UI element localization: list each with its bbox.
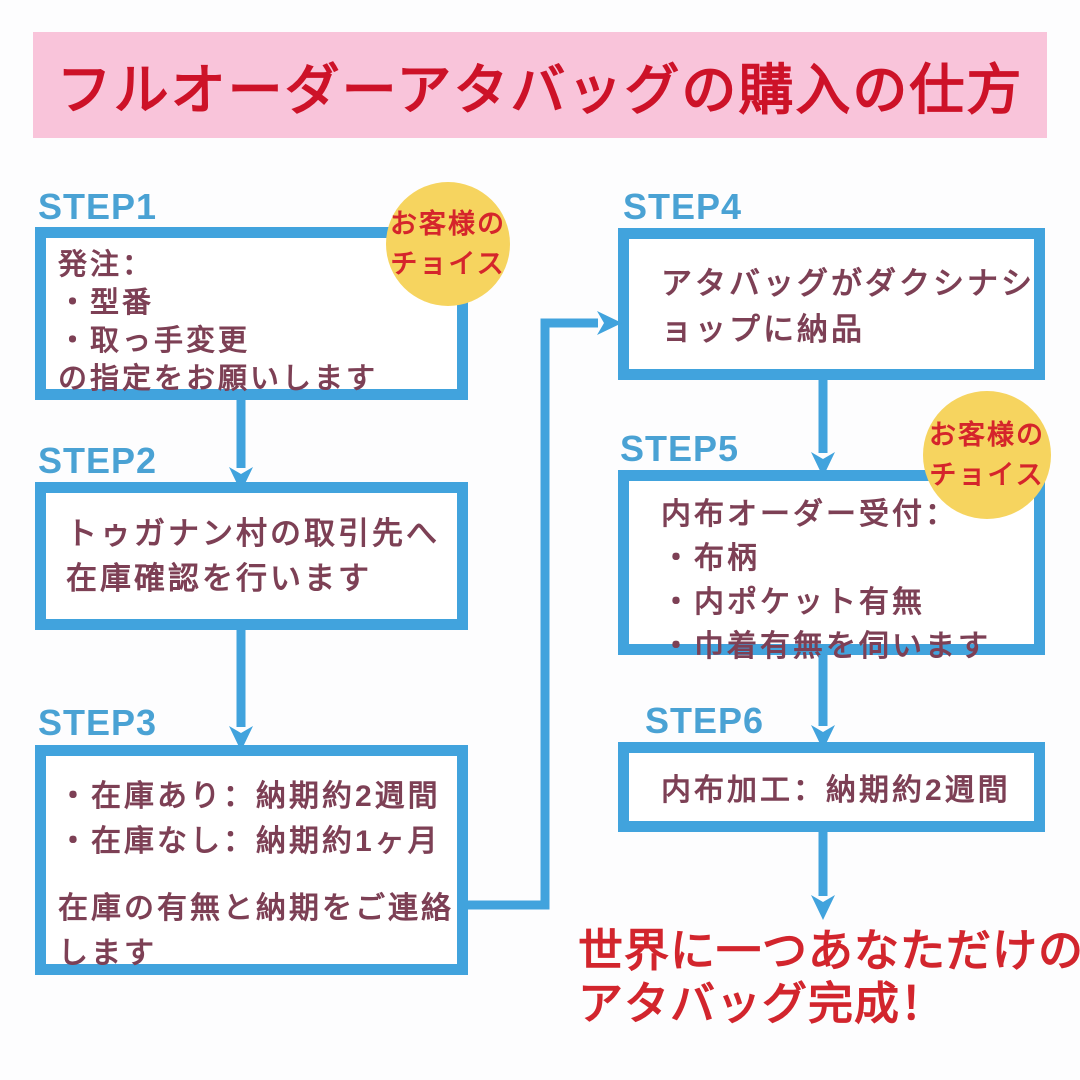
step1-line: 発注： — [58, 249, 155, 281]
step4-label: STEP4 — [623, 186, 743, 227]
step6-line: 内布加工：納期約2週間 — [661, 774, 1011, 807]
step5-line: 内布オーダー受付： — [661, 498, 958, 531]
connector-step3-to-step4-icon — [462, 311, 622, 910]
step2-label: STEP2 — [38, 440, 158, 481]
step4-line: ョップに納品 — [661, 312, 865, 347]
step2-line: 在庫確認を行います — [66, 561, 372, 596]
customer-choice-badge: お客様の チョイス — [923, 391, 1051, 519]
step1-line: ・型番 — [58, 287, 155, 319]
badge-text: チョイス — [929, 460, 1045, 490]
step4-box: アタバッグがダクシナシ ョップに納品 — [618, 228, 1045, 380]
step5-box: 内布オーダー受付： ・布柄 ・内ポケット有無 ・巾着有無を伺います — [618, 470, 1045, 663]
final-message: 世界に一つあなただけの アタバッグ完成！ — [578, 924, 1080, 1030]
badge-text: お客様の — [390, 209, 506, 239]
step2-box: トゥガナン村の取引先へ 在庫確認を行います — [35, 482, 468, 630]
step3-line: ・在庫あり：納期約2週間 — [58, 780, 441, 813]
step3-label: STEP3 — [38, 702, 158, 743]
final-message-line: アタバッグ完成！ — [578, 978, 947, 1029]
step5-label: STEP5 — [620, 428, 740, 469]
title-banner: フルオーダーアタバッグの購入の仕方 — [33, 32, 1047, 138]
step1-line: の指定をお願いします — [58, 363, 379, 395]
step6-label: STEP6 — [645, 700, 765, 741]
step3-line: ・在庫なし：納期約1ヶ月 — [58, 825, 441, 858]
step5-line: ・布柄 — [661, 542, 760, 575]
step3-box: ・在庫あり：納期約2週間 ・在庫なし：納期約1ヶ月 在庫の有無と納期をご連絡 し… — [35, 745, 468, 975]
step5-line: ・内ポケット有無 — [661, 586, 925, 619]
step1-label: STEP1 — [38, 186, 158, 227]
step2-line: トゥガナン村の取引先へ — [66, 516, 440, 551]
badge-text: チョイス — [390, 249, 506, 279]
step6-box: 内布加工：納期約2週間 — [618, 742, 1045, 832]
final-message-line: 世界に一つあなただけの — [578, 925, 1080, 976]
step4-line: アタバッグがダクシナシ — [661, 266, 1035, 301]
step5-line: ・巾着有無を伺います — [661, 630, 991, 663]
customer-choice-badge: お客様の チョイス — [386, 182, 510, 306]
step1-line: ・取っ手変更 — [58, 325, 251, 357]
badge-text: お客様の — [929, 420, 1045, 450]
step3-line: します — [58, 937, 157, 970]
page-title: フルオーダーアタバッグの購入の仕方 — [56, 59, 1024, 121]
step3-line: 在庫の有無と納期をご連絡 — [58, 892, 454, 925]
